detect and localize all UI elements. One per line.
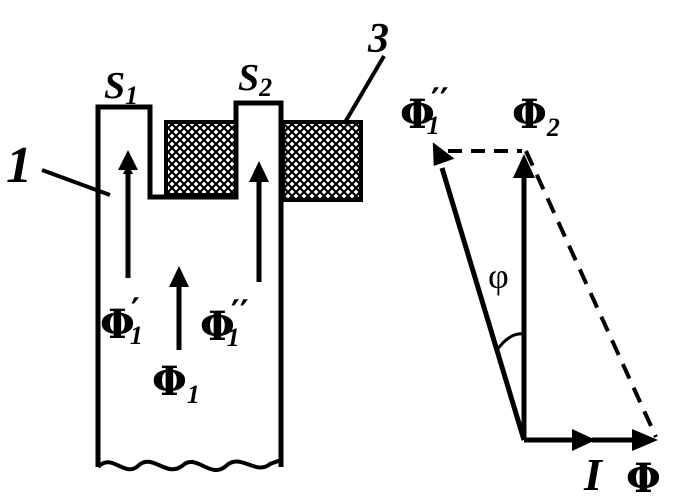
label-vector-phi2: Φ2 bbox=[512, 91, 560, 142]
label-flux1: Φ1 bbox=[152, 358, 200, 409]
phasor-diagram bbox=[432, 142, 658, 451]
label-angle: φ bbox=[488, 256, 509, 296]
label-flux-dprime: Φ′′1 bbox=[200, 293, 249, 352]
flux-arrows bbox=[118, 150, 269, 350]
angle-arc bbox=[495, 332, 525, 351]
label-part1: 1 bbox=[6, 137, 32, 194]
label-current: I bbox=[583, 449, 604, 500]
leader-line-part1 bbox=[41, 168, 111, 197]
shading-coil-outer bbox=[281, 120, 363, 202]
label-vector-phi1-dprime: Φ′′1 bbox=[400, 81, 449, 140]
shading-coil-inner bbox=[164, 120, 238, 197]
leader-line-part3 bbox=[342, 54, 386, 126]
vector-phi1-dprime bbox=[439, 167, 527, 441]
dashed-diagonal bbox=[524, 150, 658, 438]
pole-break-line bbox=[96, 458, 282, 473]
label-s2: S2 bbox=[238, 57, 272, 102]
label-part3: 3 bbox=[367, 16, 389, 62]
label-total-flux: Φ bbox=[626, 455, 661, 502]
label-s1: S1 bbox=[104, 65, 138, 110]
label-flux-prime: Φ′1 bbox=[100, 291, 143, 350]
